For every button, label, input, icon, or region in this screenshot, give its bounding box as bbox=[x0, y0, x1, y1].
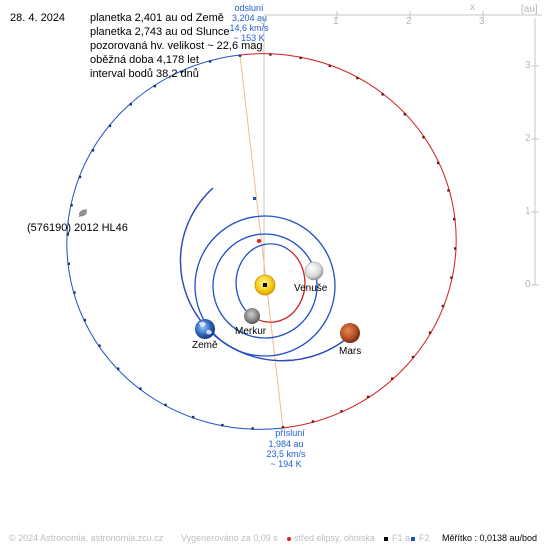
orbit-point bbox=[428, 331, 432, 334]
y-tick-label: 0 bbox=[525, 279, 531, 290]
mercury-orbit-blue-arc bbox=[235, 243, 290, 317]
x-tick-label: 3 bbox=[479, 16, 485, 27]
orbit-point bbox=[251, 427, 254, 430]
mercury bbox=[244, 308, 260, 324]
legend-center-swatch bbox=[287, 534, 293, 543]
y-tick-label: 2 bbox=[525, 133, 531, 144]
focus-f1-marker bbox=[263, 283, 267, 287]
orbit-point bbox=[164, 403, 167, 407]
orbit-point bbox=[411, 355, 415, 359]
orbit-point bbox=[91, 149, 95, 152]
perihelion-distance: 1,984 au bbox=[268, 439, 304, 449]
earth-label: Země bbox=[192, 340, 218, 351]
y-tick-label: 3 bbox=[525, 60, 531, 71]
orbit-point bbox=[73, 291, 76, 294]
orbit-point bbox=[422, 136, 425, 139]
orbit-point bbox=[340, 410, 343, 413]
orbit-point bbox=[391, 377, 394, 380]
aphelion-speed: 14,6 km/s bbox=[229, 23, 269, 33]
orbit-point bbox=[238, 54, 242, 57]
apsis-line bbox=[239, 54, 284, 429]
orbit-point bbox=[192, 415, 195, 419]
orbit-point bbox=[117, 367, 120, 370]
orbit-point bbox=[447, 189, 450, 192]
earth-orbit bbox=[194, 215, 336, 357]
orbit-point bbox=[299, 56, 302, 60]
orbit-point bbox=[441, 304, 445, 308]
legend-f2-swatch bbox=[411, 534, 417, 543]
scale-label: Měřítko : 0,0138 au/bod bbox=[442, 533, 538, 543]
info-period: oběžná doba 4,178 let bbox=[90, 54, 199, 66]
mars bbox=[340, 323, 360, 343]
orbit-point bbox=[66, 233, 69, 236]
y-tick-label: 1 bbox=[525, 206, 531, 217]
info-distance-earth: planetka 2,401 au od Země bbox=[90, 12, 224, 24]
orbit-point bbox=[366, 395, 370, 399]
axes bbox=[263, 11, 542, 286]
asteroid-orbit-blue-arc bbox=[66, 54, 284, 430]
perihelion-title: přísluní bbox=[275, 428, 305, 438]
info-distance-sun: planetka 2,743 au od Slunce bbox=[90, 26, 230, 38]
venus-orbit bbox=[212, 233, 318, 339]
aphelion-distance: 3,204 au bbox=[232, 13, 268, 23]
focus-f2-marker bbox=[253, 197, 256, 200]
asteroid-orbit-points bbox=[66, 53, 457, 430]
mercury-label: Merkur bbox=[235, 326, 267, 337]
venus-label: Venuše bbox=[294, 283, 328, 294]
legend-f2-label: F2 bbox=[419, 533, 430, 543]
orbit-point bbox=[153, 84, 157, 88]
orbit-point bbox=[221, 423, 224, 427]
orbit-point bbox=[83, 318, 87, 322]
perihelion-temperature: ~ 194 K bbox=[270, 459, 302, 469]
date-label: 28. 4. 2024 bbox=[10, 12, 66, 24]
perihelion-speed: 23,5 km/s bbox=[266, 449, 306, 459]
info-point-interval: interval bodů 38,2 dnů bbox=[90, 68, 199, 80]
orbit-point bbox=[129, 103, 132, 106]
orbit-point bbox=[403, 113, 406, 116]
orbit-point bbox=[139, 387, 142, 390]
x-axis-title: x bbox=[470, 2, 475, 13]
generation-time: Vygenerováno za 0,09 s bbox=[181, 533, 278, 543]
orbit-point bbox=[98, 344, 101, 347]
orbit-point bbox=[70, 204, 73, 207]
x-tick-label: 1 bbox=[333, 16, 339, 27]
orbit-point bbox=[311, 420, 315, 423]
orbit-point bbox=[108, 124, 112, 128]
orbit-point bbox=[450, 276, 453, 279]
asteroid-name: (576190) 2012 HL46 bbox=[27, 222, 128, 234]
legend-center-label: střed elipsy, ohniska bbox=[294, 533, 375, 543]
orbit-point bbox=[436, 161, 440, 165]
aphelion-temperature: ~ 153 K bbox=[233, 33, 265, 43]
asteroid-marker bbox=[78, 208, 88, 218]
orbit-point bbox=[269, 53, 272, 56]
earth bbox=[195, 319, 215, 339]
orbit-point bbox=[328, 64, 331, 68]
orbit-point bbox=[356, 76, 359, 80]
legend-f1-swatch bbox=[384, 534, 390, 543]
aphelion-title: odsluní bbox=[234, 3, 264, 13]
legend-f1-label: F1 a bbox=[392, 533, 411, 543]
orbit-point bbox=[454, 247, 457, 250]
orbit-point bbox=[381, 93, 384, 96]
copyright-text: © 2024 Astronomia, astronomia.zcu.cz bbox=[9, 533, 164, 543]
orbit-point bbox=[281, 426, 285, 429]
orbit-point bbox=[78, 175, 82, 179]
orbit-point bbox=[180, 70, 183, 73]
mercury-orbit-red-arc bbox=[251, 249, 306, 323]
orbit-point bbox=[208, 60, 212, 63]
mars-label: Mars bbox=[339, 346, 362, 357]
info-magnitude: pozorovaná hv. velikost ~ 22,6 mag bbox=[90, 40, 263, 52]
x-tick-label: 2 bbox=[406, 16, 412, 27]
ellipse-center-marker bbox=[257, 239, 261, 243]
venus bbox=[304, 261, 324, 281]
orbit-point bbox=[67, 262, 70, 265]
axis-unit-label: [au] bbox=[521, 4, 538, 15]
orbit-point bbox=[453, 218, 456, 221]
x-tick-label: 0 bbox=[260, 16, 266, 27]
asteroid-orbit-red-arc bbox=[239, 53, 457, 429]
